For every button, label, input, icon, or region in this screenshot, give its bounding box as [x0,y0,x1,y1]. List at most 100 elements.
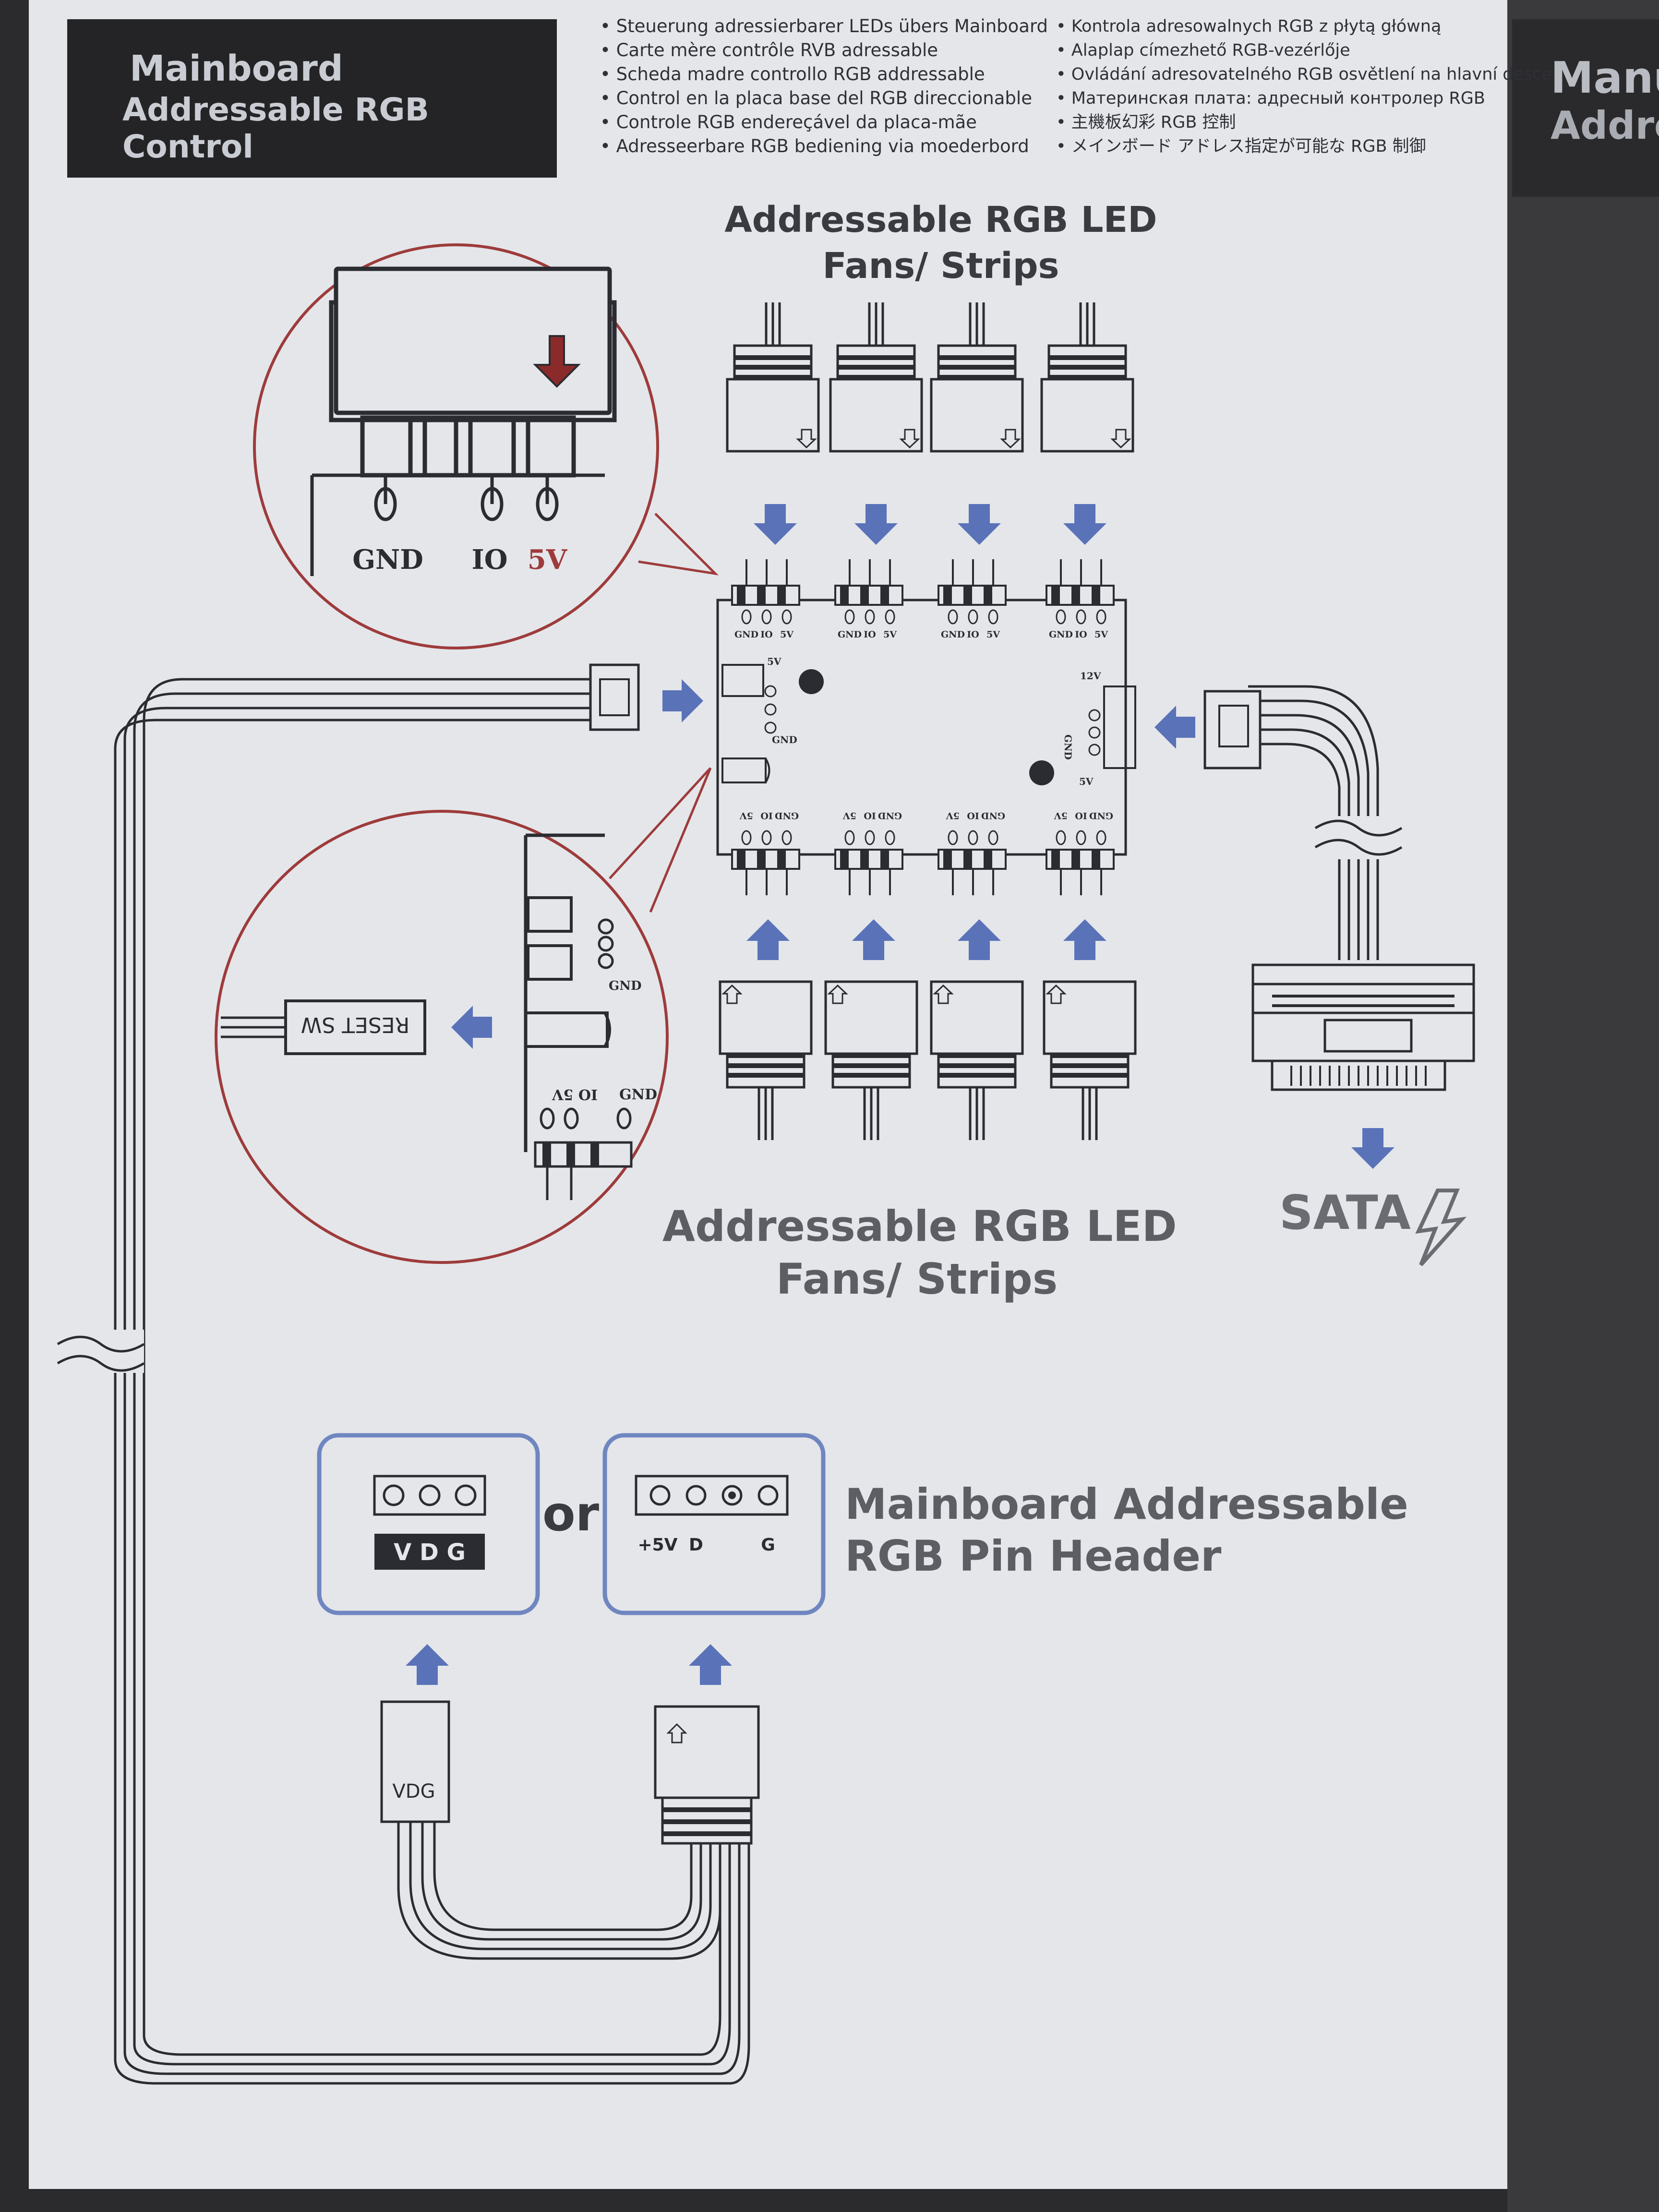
lang-de: • Steuerung adressierbarer LEDs übers Ma… [600,16,1048,36]
right-input-arrow [1154,706,1195,749]
vdg-cable-connector: VDG [380,1700,721,1960]
section-header: Mainboard Addressable RGB Control [67,19,557,178]
lang-es: • Control en la placa base del RGB direc… [600,88,1032,108]
zoom2-io-5v-label: IO 5V [552,1086,598,1103]
hub-chip-2 [1029,760,1054,785]
section-title-line1: Mainboard [130,48,343,89]
hub-top-pin-gnd-label: GND [941,629,965,640]
g-label: G [761,1535,775,1555]
bottom-title-line1: Addressable RGB LED [662,1202,1177,1251]
vdg-cable-label: VDG [392,1780,435,1803]
or-label: or [542,1486,600,1542]
zoom-5v-label: 5V [528,544,568,576]
hub-top-pin-io-label: IO [760,629,772,640]
5vdg-arrow [689,1644,732,1685]
right-page-title-1: Manu [1551,53,1659,103]
hub-chip-1 [799,669,824,694]
hub-left-gnd-label: GND [772,734,797,745]
hub-top-pin-gnd-label: GND [734,629,758,640]
hub-bottom-pin-gnd-label: GND [878,810,902,821]
vdg-label: V D G [394,1539,466,1566]
mainboard-header-label: Mainboard Addressable RGB Pin Header [845,1479,1408,1582]
lang-fr: • Carte mère contrôle RVB adressable [600,40,938,60]
lang-ru: • Материнская плата: адресный контролер … [1056,89,1485,108]
sata-arrow [1351,1128,1395,1169]
hub-bottom-pin-gnd-label: GND [775,810,799,821]
hub-top-pin-io-label: IO [864,629,876,640]
hub-top-pin-5v-label: 5V [883,629,897,640]
zoom-io-label: IO [472,544,508,576]
hub-bottom-pin-io-label: IO [760,810,772,821]
reset-sw-label: RESET SW [301,1012,409,1037]
hub-bottom-pin-5v-label: 5V [1054,810,1068,821]
top-title: Addressable RGB LED Fans/ Strips [686,197,1195,289]
sata-label: SATA [1279,1186,1411,1240]
right-page-header: Manu Addres [1512,19,1659,197]
hub-top-pin-io-label: IO [1075,629,1087,640]
mainboard-header-line2: RGB Pin Header [845,1531,1222,1581]
zoom2-gnd-label: GND [609,979,642,993]
vdg-arrow [406,1644,449,1685]
top-arrows [754,504,1106,545]
right-power-connector [1203,690,1262,769]
hub-bottom-pin-io-label: IO [1075,810,1087,821]
cable-break-right [1314,816,1403,859]
bottom-led-connectors [720,982,1135,1140]
top-led-connectors [727,302,1133,451]
cable-break-left [57,1330,145,1373]
lang-pl: • Kontrola adresowalnych RGB z płytą głó… [1056,17,1442,36]
language-list-left: • Steuerung adressierbarer LEDs übers Ma… [600,14,1048,158]
lightning-icon [1415,1189,1467,1266]
hub-bottom-pin-gnd-label: GND [1089,810,1113,821]
lang-it: • Scheda madre controllo RGB addressable [600,64,985,84]
lang-zh: • 主機板幻彩 RGB 控制 [1056,113,1236,132]
top-title-line1: Addressable RGB LED [724,199,1157,240]
sata-connector [1251,963,1475,1091]
lang-nl: • Adresseerbare RGB bediening via moeder… [600,136,1029,156]
zoom2-gnd2-label: GND [619,1086,657,1103]
hub-top-pin-5v-label: 5V [1094,629,1108,640]
right-page-title-2: Addres [1551,103,1659,148]
d-label: D [689,1535,703,1555]
bottom-title-line2: Fans/ Strips [776,1254,1058,1304]
hub-bottom-pin-io-label: IO [967,810,979,821]
hub-bottom-pin-5v-label: 5V [842,810,856,821]
hub-bottom-pin-io-label: IO [864,810,876,821]
top-title-line2: Fans/ Strips [822,245,1059,287]
hub-top-pin-io-label: IO [967,629,979,640]
header-box-5vdg: +5V D G [602,1433,826,1615]
sata-cable [1248,685,1379,960]
mainboard-cable [114,678,750,2085]
bottom-title: Addressable RGB LED Fans/ Strips [662,1200,1177,1306]
hub-top-pin-5v-label: 5V [986,629,1000,640]
hub-right-5v-label: 5V [1079,776,1094,787]
zoom-gnd-label: GND [352,544,423,576]
hub-top-pin-gnd-label: GND [838,629,862,640]
zoom-circle-top: GND IO 5V [253,243,719,649]
section-title-line2: Addressable RGB Control [122,91,429,165]
lang-pt: • Controle RGB endereçável da placa-mãe [600,112,977,132]
bottom-arrows [746,919,1106,960]
hub-bottom-pin-5v-label: 5V [739,810,753,821]
hub-bottom-pin-5v-label: 5V [946,810,960,821]
lang-cz: • Ovládání adresovatelného RGB osvětlení… [1056,65,1552,84]
hub-right-12v-label: 12V [1080,670,1101,682]
zoom-circle-bottom: GND IO 5V GND RESET SW [215,767,712,1264]
left-input-arrow [662,679,703,722]
hub-top-pin-5v-label: 5V [780,629,794,640]
lang-ja: • メインボード アドレス指定が可能な RGB 制御 [1056,137,1426,156]
plus5v-label: +5V [637,1535,677,1555]
hub-right-gnd-label: GND [1062,734,1074,760]
left-input-connector [589,663,640,731]
right-page-edge [1507,0,1659,2212]
lang-hu: • Alaplap címezhető RGB-vezérlője [1056,41,1350,60]
hub-left-5v-label: 5V [767,656,781,667]
hub-bottom-pin-gnd-label: GND [981,810,1005,821]
hub-top-pin-gnd-label: GND [1049,629,1073,640]
header-box-vdg: V D G [317,1433,540,1615]
mainboard-header-line1: Mainboard Addressable [845,1479,1408,1529]
language-list-right: • Kontrola adresowalnych RGB z płytą głó… [1056,14,1552,158]
